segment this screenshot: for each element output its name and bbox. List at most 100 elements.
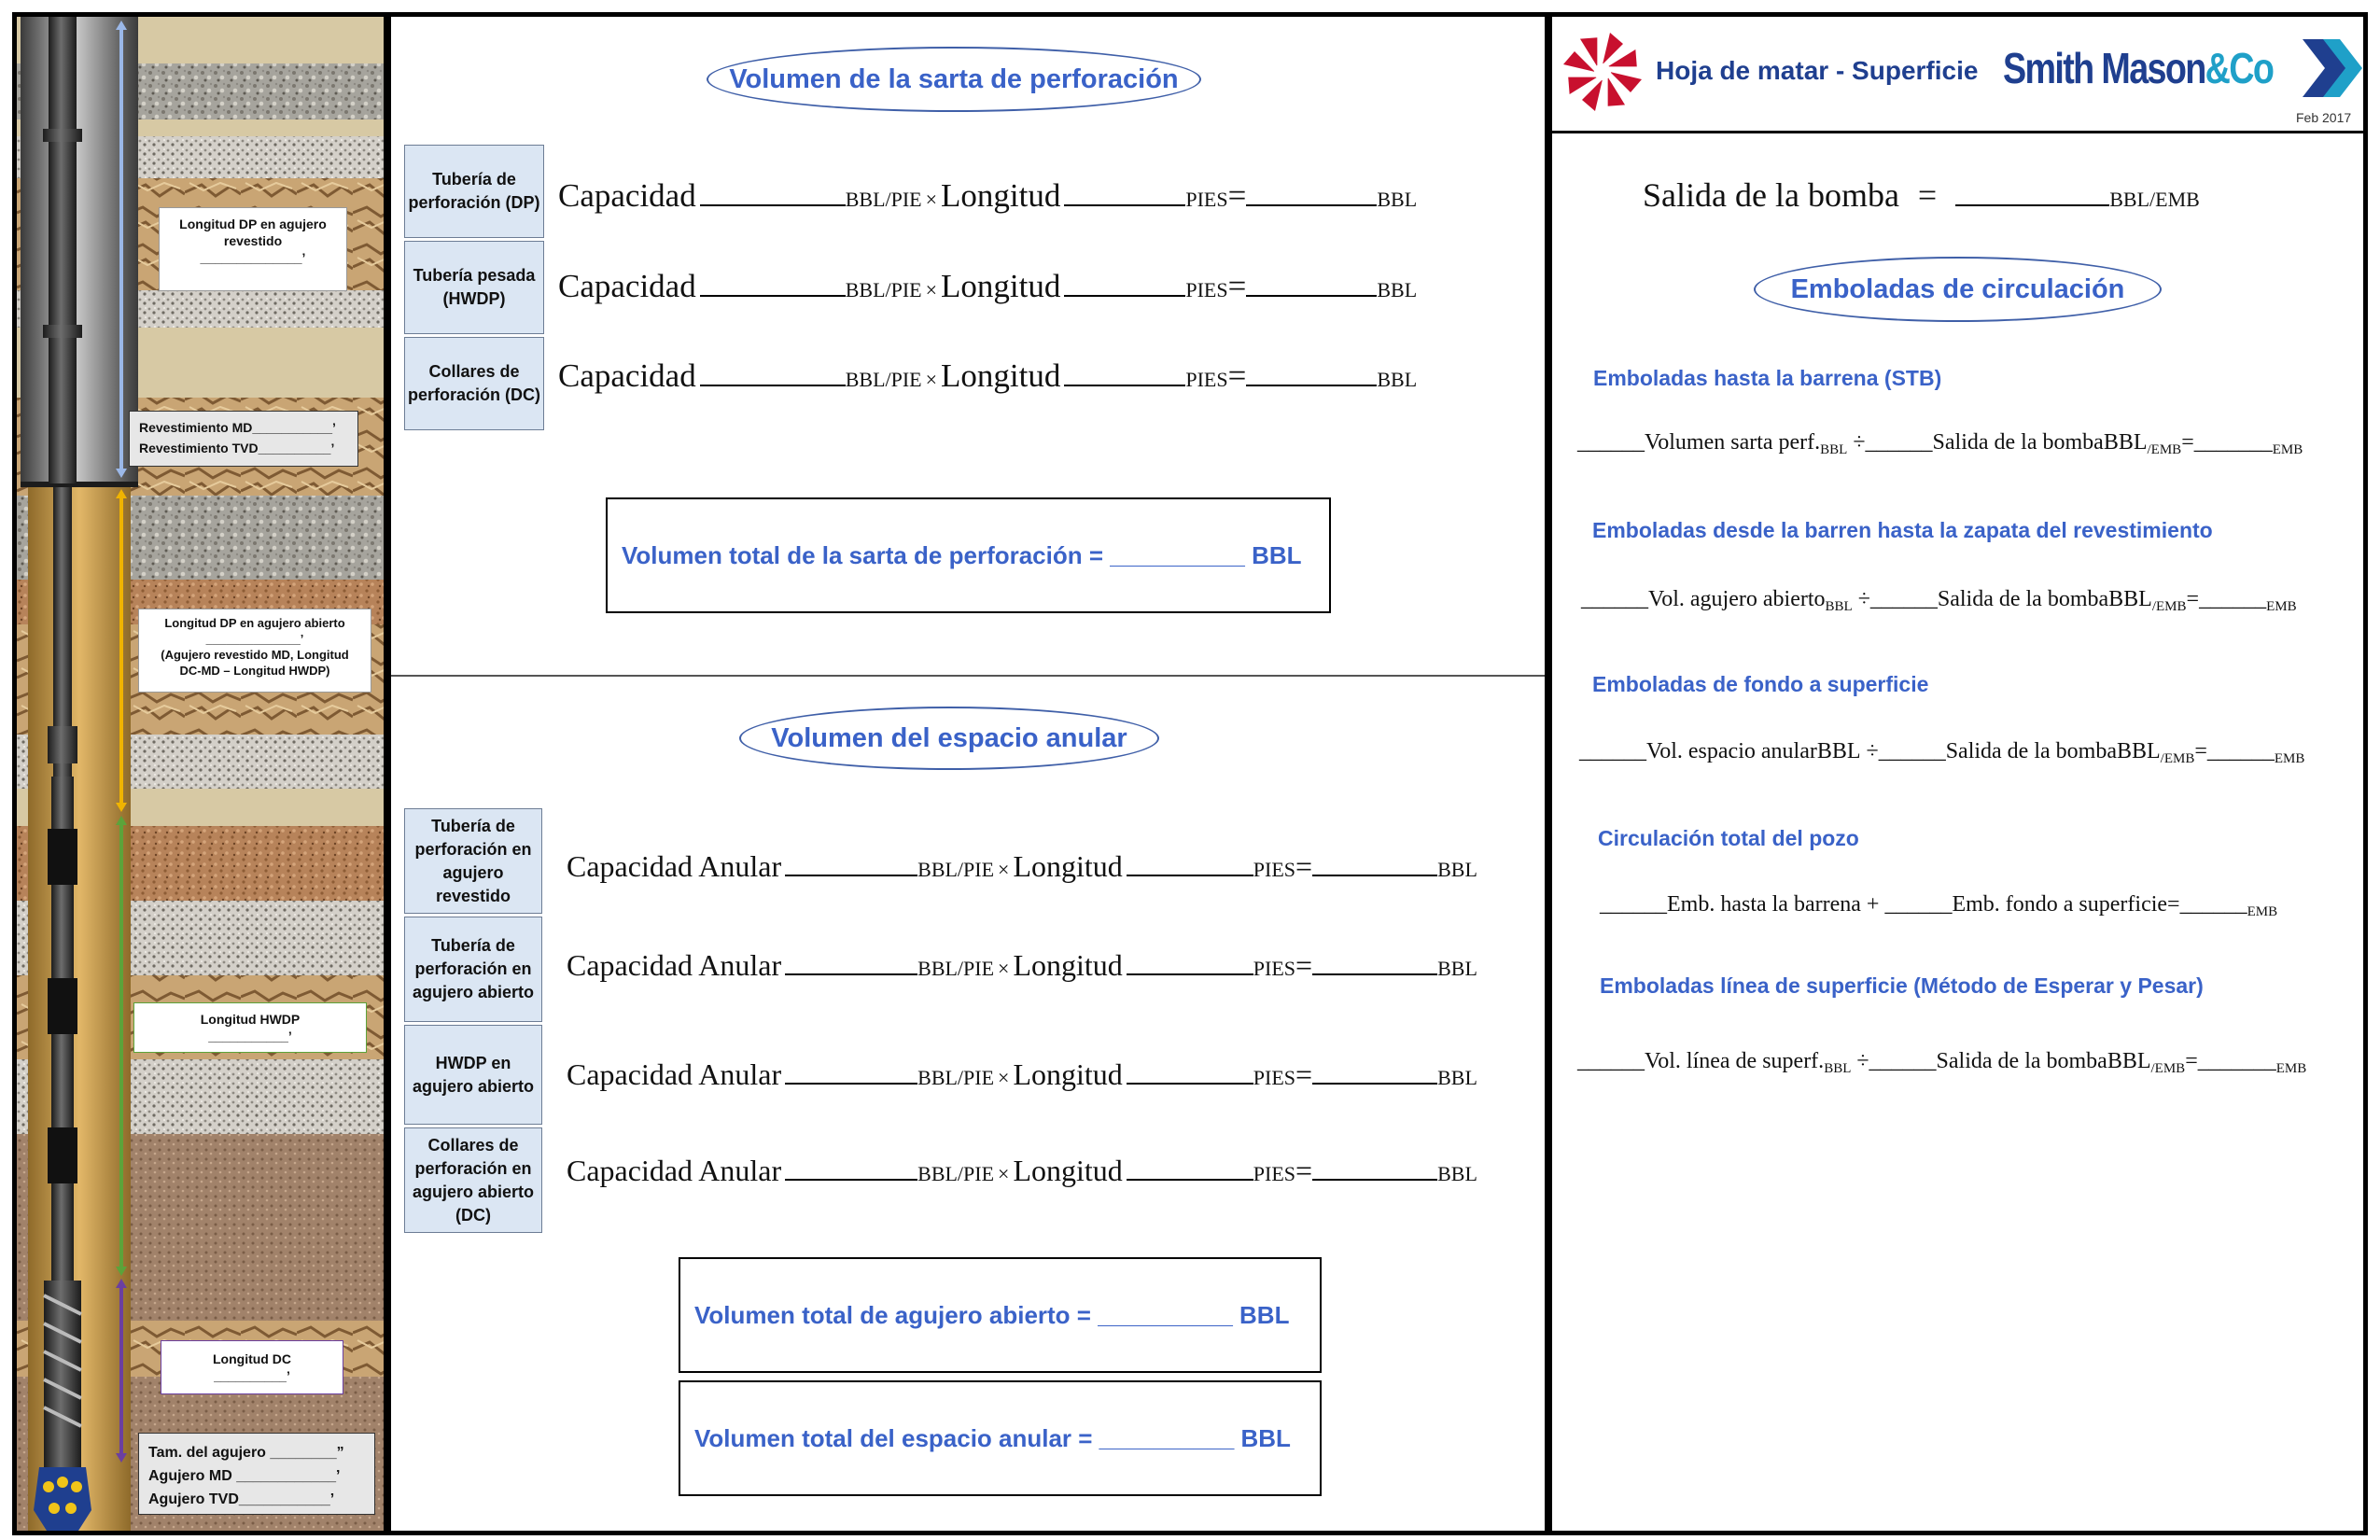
hole-size[interactable]: Tam. del agujero ________” bbox=[148, 1445, 344, 1461]
capacity-blank[interactable] bbox=[699, 384, 846, 386]
capacity-blank[interactable] bbox=[785, 973, 918, 975]
divider-left bbox=[384, 12, 391, 1535]
stb-pre[interactable]: ______Volumen sarta perf. bbox=[1577, 430, 1821, 455]
bit-to-shoe-op[interactable]: ÷______ bbox=[1857, 587, 1938, 611]
capacity-blank[interactable] bbox=[785, 874, 918, 876]
unit-bblpie: BBL/PIE bbox=[917, 1162, 995, 1185]
capacity-blank[interactable] bbox=[699, 294, 846, 297]
surface-line-post[interactable]: =_______ bbox=[2185, 1049, 2276, 1073]
sheet-date: Feb 2017 bbox=[2296, 110, 2352, 125]
stb-post[interactable]: =_______ bbox=[2181, 430, 2273, 455]
stb-sub2: /EMB bbox=[2147, 442, 2182, 457]
dp-cased-blank[interactable]: ______________’ bbox=[200, 250, 306, 265]
dp-open-blank[interactable]: ______________’ bbox=[205, 632, 304, 646]
brand-chevron-icon bbox=[2299, 35, 2364, 101]
unit-bblpie: BBL/PIE bbox=[845, 368, 922, 391]
casing-md[interactable]: Revestimiento MD___________’ bbox=[139, 420, 336, 435]
bit-to-shoe-pre[interactable]: ______Vol. agujero abierto bbox=[1581, 587, 1826, 611]
bottoms-up-pre[interactable]: ______Vol. espacio anularBBL bbox=[1579, 739, 1861, 763]
length-blank[interactable] bbox=[1126, 1178, 1253, 1181]
surface-line-op[interactable]: ÷______ bbox=[1856, 1049, 1937, 1073]
annular-total[interactable]: Volumen total del espacio anular = _____… bbox=[694, 1423, 1291, 1452]
bit-to-shoe-post[interactable]: =______ bbox=[2186, 587, 2267, 611]
capacity-blank[interactable] bbox=[785, 1178, 918, 1181]
volume-blank[interactable] bbox=[1312, 1178, 1438, 1181]
sheet-title: Hoja de matar - Superficie bbox=[1656, 56, 1979, 85]
stb-equation: ______Volumen sarta perf.BBL ÷______Sali… bbox=[1577, 430, 2303, 458]
equals-sign: = bbox=[1227, 177, 1247, 214]
pump-output-equation: Salida de la bomba = BBL/EMB bbox=[1643, 175, 2200, 215]
unit-pies: PIES bbox=[1253, 957, 1296, 980]
surface-line-equation: ______Vol. línea de superf.BBL ÷______Sa… bbox=[1577, 1049, 2306, 1077]
unit-bbl: BBL bbox=[1437, 858, 1477, 881]
length-word: Longitud bbox=[1013, 849, 1123, 883]
length-blank[interactable] bbox=[1064, 384, 1186, 386]
unit-bbl: BBL bbox=[1377, 368, 1418, 391]
equals-sign: = bbox=[1227, 357, 1247, 394]
dp-cased-label: Longitud DP en agujero revestido bbox=[179, 217, 327, 248]
surface-line-sub3: EMB bbox=[2275, 1061, 2307, 1076]
bottoms-up-heading: Emboladas de fondo a superficie bbox=[1592, 672, 1929, 696]
capacity-blank[interactable] bbox=[699, 203, 846, 206]
bottoms-up-post[interactable]: =______ bbox=[2194, 739, 2275, 763]
annular-equation-4: Capacidad Anular BBL/PIE × Longitud PIES… bbox=[567, 1154, 1477, 1188]
unit-pies: PIES bbox=[1253, 858, 1296, 881]
stb-op[interactable]: ÷______ bbox=[1853, 430, 1933, 455]
total-circulation-pre[interactable]: ______Emb. hasta la barrena bbox=[1600, 892, 1861, 917]
hwdp-blank[interactable]: ___________’ bbox=[208, 1029, 292, 1043]
length-blank[interactable] bbox=[1126, 1082, 1253, 1085]
unit-bbl: BBL bbox=[1377, 188, 1418, 211]
length-blank[interactable] bbox=[1126, 874, 1253, 876]
length-word: Longitud bbox=[1013, 1057, 1123, 1091]
total-circulation-op[interactable]: + ______ bbox=[1866, 892, 1953, 917]
pump-output-label: Salida de la bomba bbox=[1643, 176, 1899, 214]
volume-blank[interactable] bbox=[1312, 874, 1438, 876]
total-circulation-equation: ______Emb. hasta la barrena + ______Emb.… bbox=[1600, 892, 2277, 920]
flower-logo-icon bbox=[1561, 30, 1645, 114]
length-blank[interactable] bbox=[1064, 203, 1186, 206]
hwdp-label: Longitud HWDP bbox=[200, 1012, 301, 1027]
open-hole-total[interactable]: Volumen total de agujero abierto = _____… bbox=[694, 1300, 1290, 1329]
volume-blank[interactable] bbox=[1312, 1082, 1438, 1085]
row-label-dp-open: Tubería de perforación en agujero abiert… bbox=[404, 917, 542, 1022]
bit-to-shoe-mid: Salida de la bombaBBL bbox=[1937, 587, 2152, 611]
volume-blank[interactable] bbox=[1312, 973, 1438, 975]
row-label-hwdp: Tubería pesada (HWDP) bbox=[404, 241, 544, 334]
capacity-word: Capacidad bbox=[558, 357, 696, 394]
dc-blank[interactable]: __________’ bbox=[214, 1368, 290, 1383]
hole-md[interactable]: Agujero MD ____________’ bbox=[148, 1468, 341, 1484]
capacity-blank[interactable] bbox=[785, 1082, 918, 1085]
volume-blank[interactable] bbox=[1246, 384, 1378, 386]
annular-capacity-word: Capacidad Anular bbox=[567, 1154, 782, 1187]
string-equation-dc: Capacidad BBL/PIE × Longitud PIES=BBL bbox=[558, 357, 1417, 395]
pump-equals: = bbox=[1917, 176, 1938, 214]
surface-line-sub2: /EMB bbox=[2150, 1061, 2186, 1076]
volume-blank[interactable] bbox=[1246, 294, 1378, 297]
times-sign: × bbox=[925, 368, 938, 391]
row-label-hwdp-open: HWDP en agujero abierto bbox=[404, 1025, 542, 1125]
bottoms-up-op[interactable]: ÷______ bbox=[1866, 739, 1946, 763]
row-label-dc-open: Collares de perforación en agujero abier… bbox=[404, 1127, 542, 1233]
annular-total-box: Volumen total del espacio anular = _____… bbox=[679, 1380, 1322, 1496]
bottoms-up-sub3: EMB bbox=[2274, 751, 2305, 766]
length-blank[interactable] bbox=[1064, 294, 1186, 297]
length-word: Longitud bbox=[941, 177, 1061, 214]
surface-line-mid: Salida de la bombaBBL bbox=[1936, 1049, 2151, 1073]
stb-heading: Emboladas hasta la barrena (STB) bbox=[1593, 366, 1942, 390]
volume-blank[interactable] bbox=[1246, 203, 1378, 206]
section-divider bbox=[391, 675, 1545, 677]
string-volume-title: Volumen de la sarta de perforación bbox=[707, 47, 1201, 112]
length-word: Longitud bbox=[941, 357, 1061, 394]
total-circulation-post[interactable]: =______ bbox=[2167, 892, 2247, 917]
hole-tvd[interactable]: Agujero TVD___________’ bbox=[148, 1491, 335, 1507]
string-total[interactable]: Volumen total de la sarta de perforación… bbox=[622, 540, 1302, 569]
casing-depth-box: Revestimiento MD___________’ Revestimien… bbox=[129, 411, 358, 467]
equals-sign: = bbox=[1295, 1057, 1313, 1091]
surface-line-pre[interactable]: ______Vol. línea de superf. bbox=[1577, 1049, 1825, 1073]
row-label-dp-cased: Tubería de perforación en agujero revest… bbox=[404, 808, 542, 914]
unit-bblpie: BBL/PIE bbox=[845, 278, 922, 301]
pump-output-blank[interactable] bbox=[1955, 203, 2110, 206]
length-blank[interactable] bbox=[1126, 973, 1253, 975]
casing-tvd[interactable]: Revestimiento TVD__________’ bbox=[139, 441, 335, 455]
bit-to-shoe-heading: Emboladas desde la barren hasta la zapat… bbox=[1592, 518, 2213, 542]
